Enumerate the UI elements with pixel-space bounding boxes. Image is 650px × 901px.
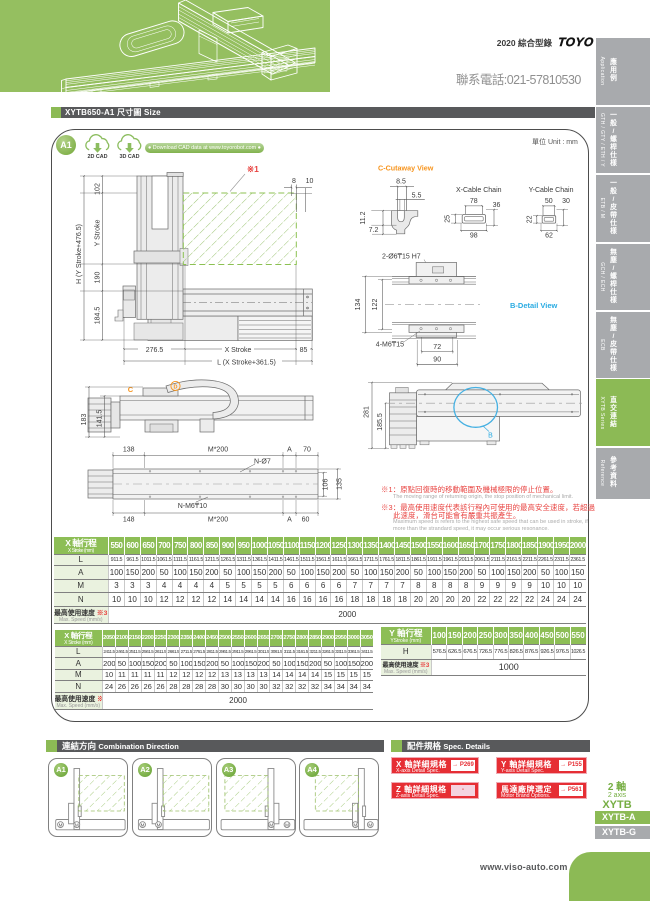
svg-text:7.2: 7.2 — [369, 227, 379, 234]
svg-text:8.5: 8.5 — [396, 179, 406, 186]
svg-text:50: 50 — [545, 198, 553, 205]
svg-text:106: 106 — [323, 479, 330, 491]
svg-text:98: 98 — [470, 233, 478, 240]
svg-text:X Stroke: X Stroke — [225, 347, 252, 354]
svg-text:72: 72 — [433, 344, 441, 351]
svg-text:M: M — [59, 822, 63, 827]
svg-text:C-Cutaway View: C-Cutaway View — [378, 164, 434, 173]
svg-text:11.2: 11.2 — [360, 211, 367, 224]
svg-text:B-Detail View: B-Detail View — [510, 301, 558, 310]
svg-text:M: M — [285, 822, 289, 827]
svg-text:2D CAD: 2D CAD — [87, 154, 107, 159]
svg-text:M: M — [269, 822, 273, 827]
svg-text:183: 183 — [81, 414, 88, 426]
svg-text:62: 62 — [545, 233, 553, 240]
svg-text:H (Y Stroke+476.5): H (Y Stroke+476.5) — [76, 224, 83, 284]
svg-text:B: B — [488, 433, 493, 440]
svg-text:C: C — [128, 385, 134, 394]
svg-text:185.5: 185.5 — [377, 413, 384, 431]
svg-text:148: 148 — [123, 517, 135, 524]
svg-text:M: M — [141, 822, 145, 827]
svg-text:276.5: 276.5 — [146, 347, 164, 354]
svg-text:X-Cable Chain: X-Cable Chain — [456, 187, 502, 194]
svg-text:M*200: M*200 — [208, 517, 228, 524]
svg-text:A: A — [287, 447, 292, 454]
svg-text:281: 281 — [364, 406, 371, 418]
svg-text:85: 85 — [300, 347, 308, 354]
svg-text:M: M — [75, 822, 79, 827]
svg-text:78: 78 — [470, 198, 478, 205]
svg-text:70: 70 — [303, 447, 311, 454]
svg-text:D: D — [174, 385, 178, 391]
svg-text:Y-Cable Chain: Y-Cable Chain — [529, 187, 574, 194]
svg-text:135: 135 — [337, 478, 344, 490]
svg-text:138: 138 — [123, 447, 135, 454]
svg-text:M: M — [353, 822, 357, 827]
svg-text:M*200: M*200 — [208, 447, 228, 454]
svg-text:8: 8 — [292, 178, 296, 185]
svg-text:190: 190 — [95, 272, 102, 284]
svg-text:10: 10 — [306, 178, 314, 185]
svg-text:102: 102 — [95, 183, 102, 195]
svg-text:5.5: 5.5 — [412, 193, 422, 200]
svg-text:22: 22 — [527, 215, 534, 223]
svg-text:L (X Stroke+361.5): L (X Stroke+361.5) — [217, 360, 276, 367]
svg-text:※1: ※1 — [247, 164, 259, 174]
svg-text:60: 60 — [302, 517, 310, 524]
svg-text:A: A — [287, 517, 292, 524]
svg-text:N-M6₸10: N-M6₸10 — [178, 502, 207, 510]
svg-text:N-Ø7: N-Ø7 — [254, 459, 271, 466]
svg-text:184.5: 184.5 — [95, 307, 102, 325]
svg-text:4-M6₸15: 4-M6₸15 — [376, 341, 404, 349]
svg-text:141.5: 141.5 — [97, 410, 104, 428]
svg-text:25: 25 — [445, 215, 452, 223]
svg-text:30: 30 — [562, 198, 570, 205]
svg-text:90: 90 — [433, 357, 441, 364]
svg-text:122: 122 — [372, 299, 379, 311]
svg-text:3D CAD: 3D CAD — [119, 154, 139, 159]
svg-text:36: 36 — [493, 202, 501, 209]
svg-text:Y Stroke: Y Stroke — [95, 220, 102, 247]
svg-text:2-Ø6₸15 H7: 2-Ø6₸15 H7 — [382, 253, 421, 261]
svg-text:M: M — [157, 822, 161, 827]
svg-text:M: M — [368, 822, 372, 827]
svg-text:134: 134 — [355, 299, 362, 311]
